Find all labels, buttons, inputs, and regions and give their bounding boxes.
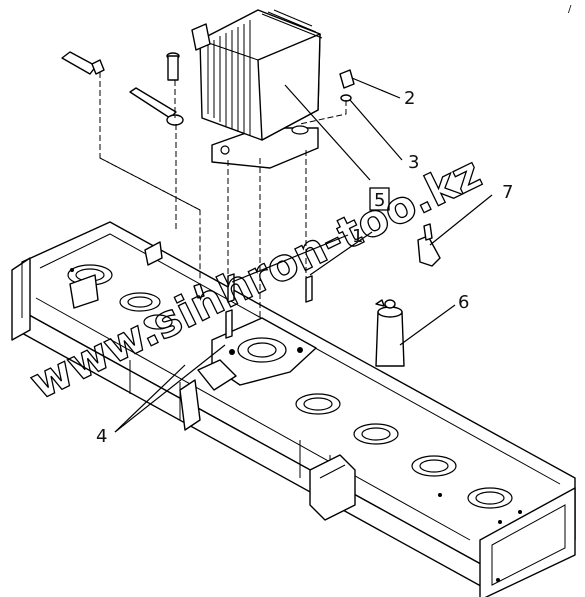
control-unit <box>191 9 323 169</box>
callout-5-box <box>369 187 390 211</box>
left-tab <box>69 274 99 309</box>
side-bracket <box>309 454 356 521</box>
manifold-housing <box>11 221 576 597</box>
mounting-pad <box>179 317 317 431</box>
manifold-ports <box>67 264 522 582</box>
sealant-bottle <box>417 223 441 267</box>
spray-can <box>375 299 405 367</box>
callout-7: 7 <box>502 182 513 203</box>
small-tab <box>144 241 163 266</box>
callout-4: 4 <box>96 426 107 447</box>
studs-1 <box>193 273 313 339</box>
bolt-vertical <box>166 52 180 81</box>
assembly-lines <box>99 72 347 318</box>
callout-5: 5 <box>374 190 385 211</box>
long-bolt <box>61 51 105 75</box>
callout-2: 2 <box>404 88 415 109</box>
callout-6: 6 <box>458 292 469 313</box>
stud-left <box>129 87 184 126</box>
cap-nut-2 <box>339 69 355 102</box>
callout-3: 3 <box>408 152 419 173</box>
corner-mark: / <box>568 4 572 15</box>
leader-lines <box>114 77 493 433</box>
callout-1: 1 <box>352 226 363 247</box>
